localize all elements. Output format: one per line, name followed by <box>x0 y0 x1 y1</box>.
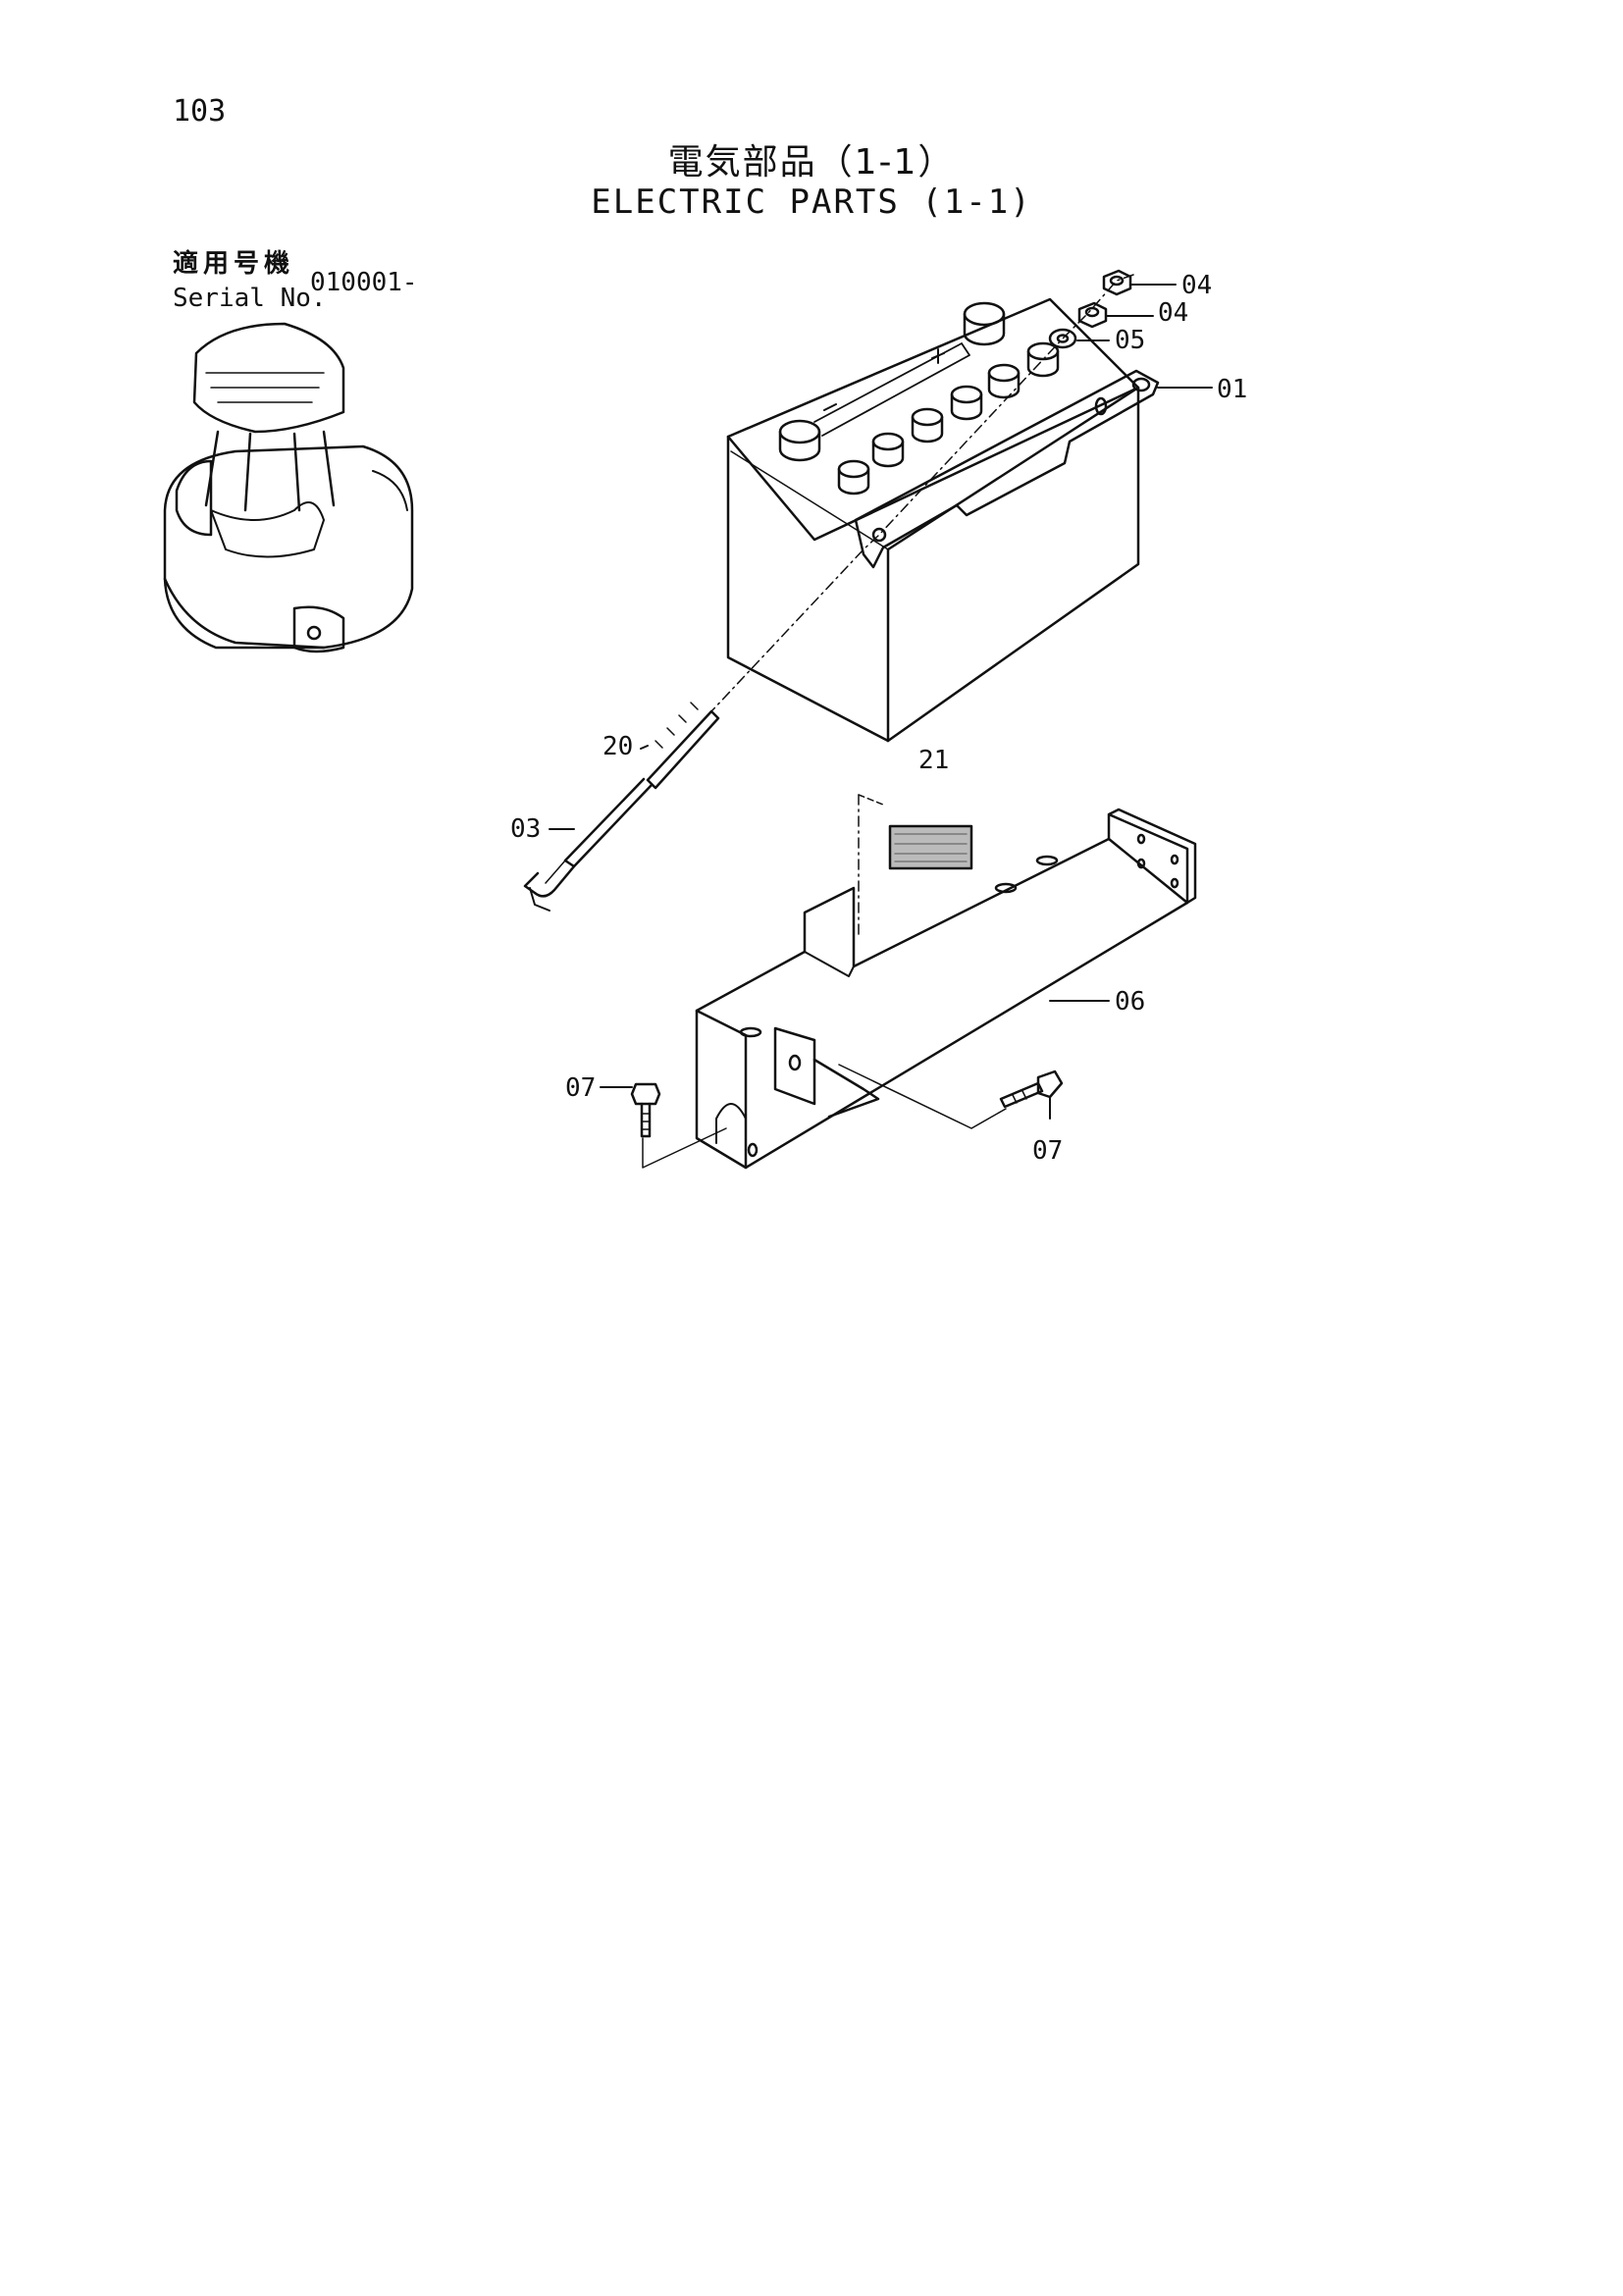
callout-06: 06 <box>1115 987 1146 1017</box>
callout-07-right: 07 <box>1032 1136 1064 1166</box>
battery-bracket-drawing <box>695 808 1197 1170</box>
page-title-english: ELECTRIC PARTS (1-1) <box>591 183 1032 222</box>
callout-01: 01 <box>1217 375 1248 404</box>
page-number: 103 <box>173 94 227 129</box>
callout-20: 20 <box>602 732 634 761</box>
bolt-drawing <box>630 1070 1064 1138</box>
callout-03: 03 <box>510 814 542 844</box>
serial-label-japanese: 適用号機 <box>173 249 295 279</box>
label-plate-drawing <box>888 824 973 870</box>
machine-location-thumbnail <box>163 322 414 653</box>
callout-21: 21 <box>918 746 950 775</box>
callout-05: 05 <box>1115 326 1146 355</box>
callout-04-lower: 04 <box>1158 298 1189 328</box>
clamp-bar-drawing <box>854 369 1160 569</box>
serial-label-block: 適用号機 Serial No. <box>173 243 327 313</box>
hook-rod-drawing <box>523 702 720 912</box>
serial-number-value: 010001- <box>310 268 418 297</box>
battery-drawing <box>726 297 1140 743</box>
callout-07-left: 07 <box>565 1073 597 1103</box>
callout-04-upper: 04 <box>1181 271 1213 300</box>
serial-label-english: Serial No. <box>173 284 327 313</box>
leader-lines <box>549 284 1213 1120</box>
assembly-lines <box>642 274 1134 1169</box>
page-title-japanese: 電気部品（1-1） <box>667 142 956 183</box>
